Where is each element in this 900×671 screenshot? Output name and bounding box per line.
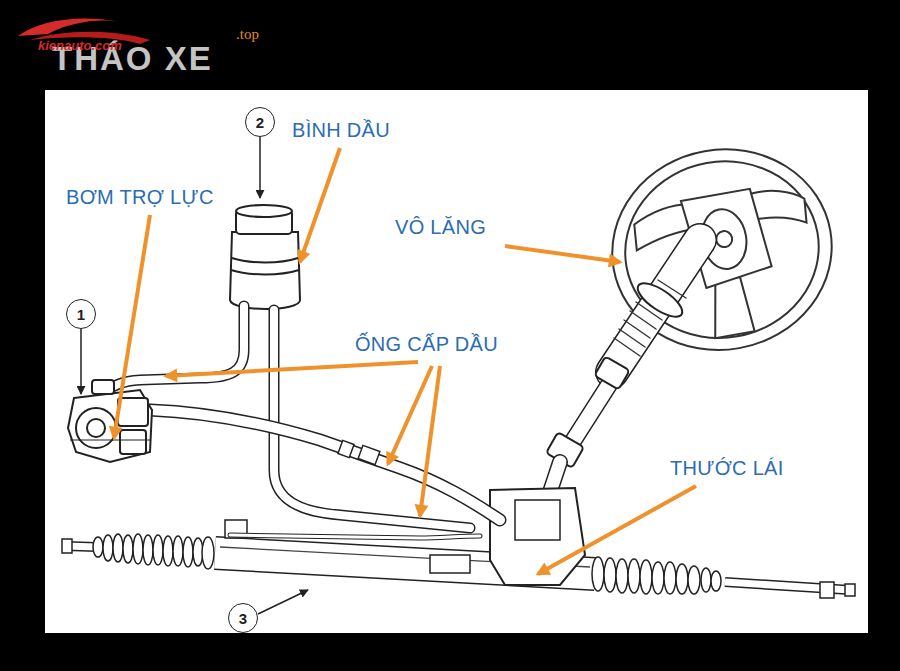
rack-boot bbox=[143, 535, 153, 565]
steering-column bbox=[594, 356, 629, 389]
rack-boot bbox=[592, 557, 721, 594]
rack-boot bbox=[592, 557, 604, 591]
callout-leader bbox=[80, 329, 82, 394]
oil-reservoir bbox=[230, 205, 300, 309]
rack-boot bbox=[676, 564, 688, 594]
pointer-arrow bbox=[114, 215, 150, 438]
rack-boot bbox=[640, 560, 652, 594]
rack-boot bbox=[664, 562, 676, 594]
rack-boot bbox=[701, 568, 711, 592]
pointer-arrow bbox=[388, 366, 432, 464]
oil-reservoir bbox=[230, 232, 300, 309]
oil-hose bbox=[150, 410, 500, 520]
steering-rack bbox=[430, 555, 470, 573]
oil-hose bbox=[150, 410, 500, 520]
power-steering-pump bbox=[120, 430, 146, 454]
rack-boot bbox=[153, 535, 163, 565]
watermark: kienauto.com bbox=[38, 38, 122, 53]
pointer-arrow bbox=[538, 486, 696, 574]
power-steering-pump bbox=[68, 390, 152, 462]
rack-boot bbox=[133, 534, 143, 564]
rack-boot bbox=[93, 534, 214, 569]
power-steering-pump bbox=[118, 398, 148, 426]
pointer-arrow bbox=[420, 366, 440, 516]
steering-rack bbox=[845, 584, 855, 596]
steering-rack bbox=[62, 488, 855, 598]
callout-leader bbox=[258, 590, 308, 614]
callout-circle: 3 bbox=[228, 603, 258, 633]
watermark: .top bbox=[236, 26, 259, 43]
callout-leader bbox=[81, 137, 308, 614]
rack-boot bbox=[183, 537, 193, 567]
rack-boot bbox=[202, 537, 214, 569]
part-label: BƠM TRỢ LỰC bbox=[66, 186, 214, 209]
rack-boot bbox=[123, 535, 133, 563]
oil-reservoir bbox=[232, 258, 298, 263]
oil-reservoir bbox=[236, 205, 292, 217]
callout-circle: 1 bbox=[66, 299, 96, 329]
part-label: THƯỚC LÁI bbox=[670, 457, 784, 480]
rack-boot bbox=[688, 566, 700, 594]
oil-hose bbox=[230, 535, 480, 538]
power-steering-pump bbox=[76, 408, 116, 448]
steering-wheel bbox=[715, 230, 734, 249]
part-label: ỐNG CẤP DẦU bbox=[355, 333, 498, 356]
oil-reservoir bbox=[231, 270, 299, 275]
rack-boot bbox=[652, 562, 664, 594]
steering-column bbox=[614, 338, 640, 356]
callout-leader bbox=[259, 137, 261, 198]
rack-boot bbox=[93, 537, 103, 557]
rack-boot bbox=[103, 535, 113, 561]
steering-column bbox=[612, 240, 700, 372]
steering-column bbox=[612, 240, 700, 372]
power-steering-pump bbox=[87, 419, 105, 437]
steering-rack bbox=[62, 539, 72, 553]
steering-rack bbox=[490, 488, 585, 585]
power-steering-pump bbox=[70, 440, 150, 441]
rack-boot bbox=[616, 559, 628, 593]
part-label: BÌNH DẦU bbox=[292, 119, 390, 142]
pointer-arrow bbox=[505, 246, 620, 262]
pointer-arrow bbox=[300, 148, 340, 262]
rack-boot bbox=[163, 536, 173, 566]
part-label: VÔ LĂNG bbox=[395, 216, 486, 239]
rack-boot bbox=[711, 571, 721, 591]
pointer-arrow bbox=[114, 148, 696, 574]
callout-number: 1 bbox=[77, 307, 85, 322]
rack-boot bbox=[113, 534, 123, 562]
callout-number: 3 bbox=[239, 611, 247, 626]
rack-boot bbox=[604, 558, 616, 592]
steering-column bbox=[633, 277, 687, 323]
oil-hose bbox=[358, 445, 380, 464]
steering-rack bbox=[820, 582, 834, 598]
oil-hose bbox=[230, 535, 480, 538]
oil-hose bbox=[338, 440, 354, 457]
callout-circle: 2 bbox=[245, 107, 275, 137]
oil-hose bbox=[100, 306, 500, 538]
pointer-arrow bbox=[166, 362, 418, 376]
rack-boot bbox=[173, 536, 183, 566]
rack-boot bbox=[628, 559, 640, 593]
callout-number: 2 bbox=[256, 115, 264, 130]
power-steering-pump bbox=[92, 380, 114, 394]
steering-rack bbox=[515, 500, 560, 540]
